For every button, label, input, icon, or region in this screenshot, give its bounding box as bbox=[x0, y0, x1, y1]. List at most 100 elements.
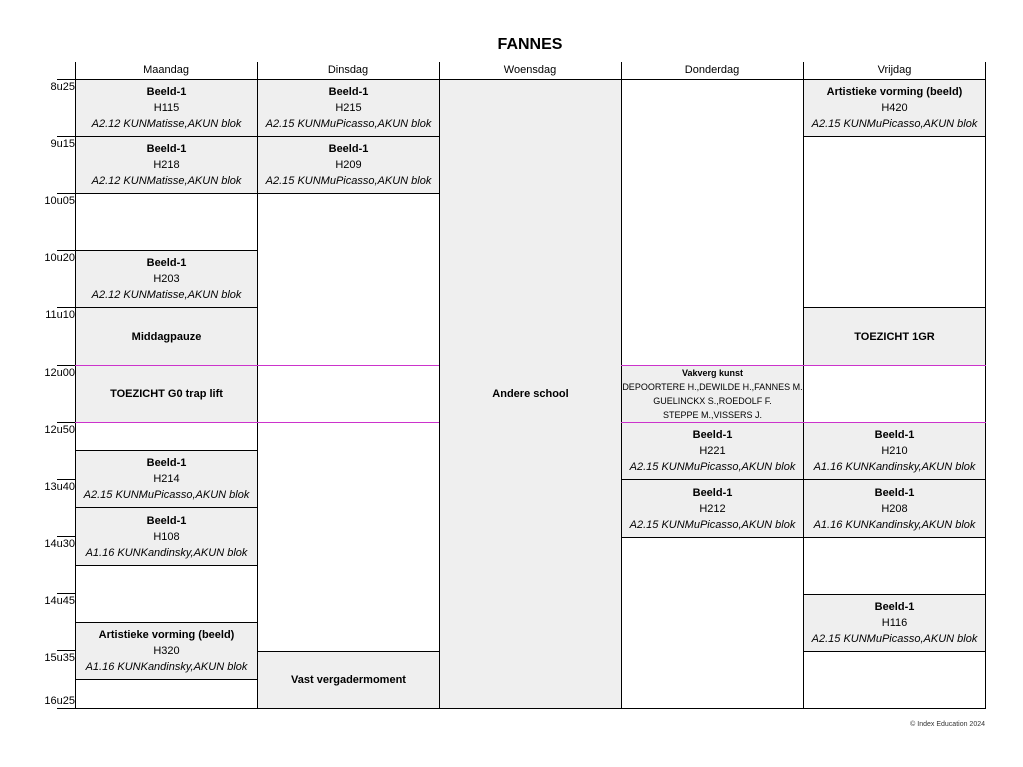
copyright-footer: © Index Education 2024 bbox=[910, 721, 985, 728]
lesson-subject: Artistieke vorming (beeld) bbox=[98, 629, 235, 641]
day-header-maandag: Maandag bbox=[143, 64, 189, 76]
timetable-grid: Maandag Dinsdag Woensdag Donderdag Vrijd… bbox=[75, 62, 986, 709]
time-tick bbox=[57, 536, 75, 537]
lesson-cell[interactable]: Beeld-1 H208 A1.16 KUNKandinsky,AKUN blo… bbox=[803, 479, 986, 538]
lesson-subject: Beeld-1 bbox=[146, 514, 187, 527]
lesson-subject: Beeld-1 bbox=[328, 86, 369, 98]
lesson-cell[interactable]: Beeld-1 H210 A1.16 KUNKandinsky,AKUN blo… bbox=[803, 422, 986, 480]
lunch-marker-line bbox=[75, 422, 439, 423]
day-header-vrijdag: Vrijdag bbox=[877, 64, 912, 76]
lesson-group: A2.15 KUNMuPicasso,AKUN blok bbox=[83, 489, 250, 501]
lesson-subject: Beeld-1 bbox=[146, 257, 187, 269]
time-label: 14u30 bbox=[44, 538, 75, 550]
day-header-dinsdag: Dinsdag bbox=[327, 64, 369, 76]
supervision-cell[interactable]: TOEZICHT 1GR bbox=[803, 307, 986, 366]
lesson-group: A2.12 KUNMatisse,AKUN blok bbox=[91, 118, 242, 130]
supervision-label: TOEZICHT G0 trap lift bbox=[110, 388, 223, 400]
meeting-cell[interactable]: Vakverg kunst DEPOORTERE H.,DEWILDE H.,F… bbox=[621, 365, 804, 423]
other-school-cell[interactable]: Andere school bbox=[439, 79, 622, 709]
break-label: Middagpauze bbox=[131, 330, 202, 343]
lesson-subject: Beeld-1 bbox=[146, 143, 187, 155]
lesson-group: A1.16 KUNKandinsky,AKUN blok bbox=[85, 546, 248, 559]
empty-slot bbox=[803, 651, 986, 709]
lesson-cell[interactable]: Beeld-1 H212 A2.15 KUNMuPicasso,AKUN blo… bbox=[621, 479, 804, 538]
lesson-room: H116 bbox=[881, 617, 908, 629]
lesson-room: H215 bbox=[335, 102, 362, 114]
empty-slot bbox=[803, 365, 986, 423]
supervision-label: TOEZICHT 1GR bbox=[854, 330, 935, 343]
time-tick bbox=[57, 79, 75, 80]
lesson-group: A1.16 KUNKandinsky,AKUN blok bbox=[85, 661, 248, 673]
lesson-subject: Beeld-1 bbox=[146, 457, 187, 469]
lesson-subject: Artistieke vorming (beeld) bbox=[826, 86, 963, 98]
other-school-label: Andere school bbox=[492, 388, 569, 400]
time-label: 10u05 bbox=[44, 195, 75, 207]
time-label: 15u35 bbox=[44, 652, 75, 664]
empty-slot bbox=[75, 679, 258, 709]
empty-slot bbox=[803, 537, 986, 595]
lesson-group: A1.16 KUNKandinsky,AKUN blok bbox=[813, 461, 976, 473]
lunch-marker-line bbox=[621, 365, 986, 366]
time-label: 12u00 bbox=[44, 367, 75, 379]
lesson-group: A2.15 KUNMuPicasso,AKUN blok bbox=[629, 518, 796, 531]
lesson-cell[interactable]: Beeld-1 H214 A2.15 KUNMuPicasso,AKUN blo… bbox=[75, 450, 258, 508]
lesson-room: H108 bbox=[153, 530, 180, 543]
time-tick bbox=[57, 250, 75, 251]
lesson-room: H218 bbox=[153, 159, 180, 171]
time-tick bbox=[57, 479, 75, 480]
time-label: 11u10 bbox=[45, 309, 75, 321]
meeting-participants: DEPOORTERE H.,DEWILDE H.,FANNES M. bbox=[622, 382, 803, 392]
lesson-subject: Beeld-1 bbox=[874, 601, 915, 613]
lesson-cell[interactable]: Beeld-1 H116 A2.15 KUNMuPicasso,AKUN blo… bbox=[803, 594, 986, 652]
lesson-room: H212 bbox=[699, 502, 726, 515]
lesson-room: H420 bbox=[881, 102, 908, 114]
lesson-cell[interactable]: Beeld-1 H203 A2.12 KUNMatisse,AKUN blok bbox=[75, 250, 258, 308]
lesson-group: A1.16 KUNKandinsky,AKUN blok bbox=[813, 518, 976, 531]
time-tick bbox=[57, 193, 75, 194]
day-header-woensdag: Woensdag bbox=[503, 64, 557, 76]
lesson-subject: Beeld-1 bbox=[692, 486, 733, 499]
empty-slot bbox=[75, 422, 258, 451]
lesson-cell[interactable]: Beeld-1 H115 A2.12 KUNMatisse,AKUN blok bbox=[75, 79, 258, 137]
meeting-participants: STEPPE M.,VISSERS J. bbox=[662, 410, 763, 420]
lunch-marker-line bbox=[75, 365, 439, 366]
empty-slot bbox=[75, 193, 258, 251]
time-tick bbox=[57, 136, 75, 137]
lesson-room: H210 bbox=[881, 445, 908, 457]
time-tick bbox=[57, 708, 75, 709]
time-label: 8u25 bbox=[50, 81, 75, 93]
lesson-cell[interactable]: Artistieke vorming (beeld) H420 A2.15 KU… bbox=[803, 79, 986, 137]
lesson-subject: Beeld-1 bbox=[146, 86, 187, 98]
lesson-room: H209 bbox=[335, 159, 362, 171]
lesson-group: A2.15 KUNMuPicasso,AKUN blok bbox=[265, 118, 432, 130]
day-header-donderdag: Donderdag bbox=[684, 64, 740, 76]
time-tick bbox=[57, 593, 75, 594]
lesson-room: H115 bbox=[153, 102, 180, 114]
meeting-title: Vakverg kunst bbox=[681, 368, 744, 378]
time-label: 10u20 bbox=[44, 252, 75, 264]
break-cell[interactable]: Middagpauze bbox=[75, 307, 258, 366]
lesson-group: A2.15 KUNMuPicasso,AKUN blok bbox=[629, 461, 796, 473]
meeting-cell[interactable]: Vast vergadermoment bbox=[257, 651, 440, 709]
lesson-group: A2.12 KUNMatisse,AKUN blok bbox=[91, 289, 242, 301]
lesson-group: A2.15 KUNMuPicasso,AKUN blok bbox=[811, 118, 978, 130]
empty-slot bbox=[621, 537, 804, 709]
empty-slot bbox=[803, 136, 986, 308]
lesson-room: H208 bbox=[881, 502, 908, 515]
time-label: 16u25 bbox=[44, 695, 75, 707]
lesson-room: H221 bbox=[699, 445, 726, 457]
lesson-cell[interactable]: Beeld-1 H108 A1.16 KUNKandinsky,AKUN blo… bbox=[75, 507, 258, 566]
lesson-room: H320 bbox=[153, 645, 180, 657]
supervision-cell[interactable]: TOEZICHT G0 trap lift bbox=[75, 365, 258, 423]
meeting-participants: GUELINCKX S.,ROEDOLF F. bbox=[653, 396, 772, 406]
lesson-cell[interactable]: Beeld-1 H209 A2.15 KUNMuPicasso,AKUN blo… bbox=[257, 136, 440, 194]
lesson-cell[interactable]: Beeld-1 H215 A2.15 KUNMuPicasso,AKUN blo… bbox=[257, 79, 440, 137]
lesson-group: A2.15 KUNMuPicasso,AKUN blok bbox=[265, 175, 432, 187]
lesson-cell[interactable]: Beeld-1 H218 A2.12 KUNMatisse,AKUN blok bbox=[75, 136, 258, 194]
lesson-subject: Beeld-1 bbox=[874, 486, 915, 499]
lesson-cell[interactable]: Beeld-1 H221 A2.15 KUNMuPicasso,AKUN blo… bbox=[621, 422, 804, 480]
time-label: 13u40 bbox=[44, 481, 75, 493]
lesson-subject: Beeld-1 bbox=[874, 429, 915, 441]
lesson-group: A2.15 KUNMuPicasso,AKUN blok bbox=[811, 633, 978, 645]
lesson-cell[interactable]: Artistieke vorming (beeld) H320 A1.16 KU… bbox=[75, 622, 258, 680]
